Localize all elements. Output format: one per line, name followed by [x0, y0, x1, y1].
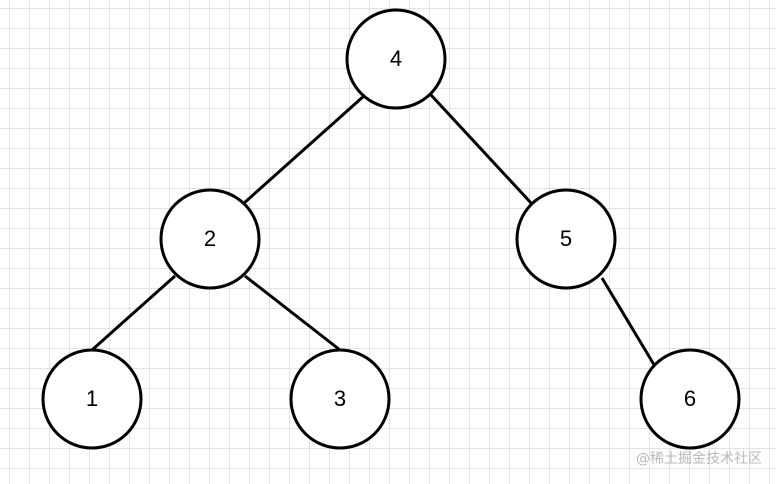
tree-node-1: 1 [41, 348, 143, 450]
tree-node-6: 6 [639, 348, 741, 450]
edge-2-1 [91, 274, 176, 352]
edge-5-6 [600, 277, 658, 369]
tree-node-3: 3 [289, 348, 391, 450]
tree-node-5: 5 [515, 188, 617, 290]
node-label: 1 [86, 386, 98, 411]
node-label: 5 [560, 226, 572, 251]
watermark: @稀土掘金技术社区 [636, 451, 762, 467]
node-label: 2 [204, 226, 216, 251]
node-label: 6 [684, 386, 696, 411]
edge-4-2 [242, 93, 366, 206]
node-label: 4 [390, 46, 402, 71]
tree-node-4: 4 [345, 8, 447, 110]
edge-2-3 [244, 274, 341, 352]
tree-node-2: 2 [159, 188, 261, 290]
edge-4-5 [429, 93, 534, 206]
node-label: 3 [334, 386, 346, 411]
